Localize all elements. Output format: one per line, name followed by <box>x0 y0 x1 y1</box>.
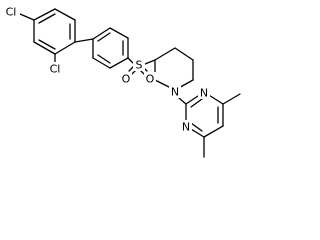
bond <box>54 41 76 55</box>
atom-label: O <box>122 73 131 86</box>
bond <box>109 27 129 39</box>
atom-label: Cl <box>6 6 17 19</box>
methyl-bond-top <box>222 93 241 105</box>
atom-label: N <box>200 87 208 100</box>
atom-sulfur: S <box>133 58 145 72</box>
double-bond-inner <box>190 122 203 132</box>
bond-to-chlorine-top <box>19 13 35 21</box>
bond <box>109 57 129 69</box>
atom-label: N <box>171 86 179 99</box>
bond <box>154 47 176 61</box>
bond-piperidine-to-pyrimidine <box>178 97 187 105</box>
bond <box>174 47 194 61</box>
double-bond-inner <box>38 13 56 24</box>
phenyl-ring <box>92 27 129 69</box>
bond <box>92 57 111 69</box>
bond <box>54 8 76 21</box>
double-bond-inner <box>38 39 56 50</box>
atom-chlorine-top: Cl <box>3 5 20 19</box>
biaryl-bond <box>74 38 94 43</box>
piperidine-ring <box>154 47 194 91</box>
double-bond-inner <box>97 54 111 64</box>
atom-chlorine-ortho: Cl <box>46 62 63 76</box>
atom-nitrogen-pyrimidine-bottom: N <box>180 120 192 134</box>
dichlorophenyl-ring <box>33 8 76 55</box>
atom-label: N <box>182 121 190 134</box>
bond <box>33 41 56 55</box>
bond <box>33 8 56 21</box>
double-bond-inner <box>97 32 111 42</box>
bond-sulfur-to-piperidine <box>144 59 156 65</box>
bond <box>92 27 111 40</box>
atom-nitrogen-piperidine: N <box>169 85 181 99</box>
atom-label: S <box>136 59 143 72</box>
bond <box>203 125 224 138</box>
atom-oxygen-left: O <box>120 72 132 86</box>
atom-label: Cl <box>50 63 61 76</box>
molecule-structure: Cl Cl S O O N N N <box>3 5 241 158</box>
molecule-drawing: Cl Cl S O O N N N <box>3 5 241 158</box>
atom-label: O <box>146 73 155 86</box>
atom-nitrogen-pyrimidine-top: N <box>198 87 210 100</box>
atom-oxygen-right: O <box>144 72 156 86</box>
double-bond-inner <box>190 98 203 108</box>
